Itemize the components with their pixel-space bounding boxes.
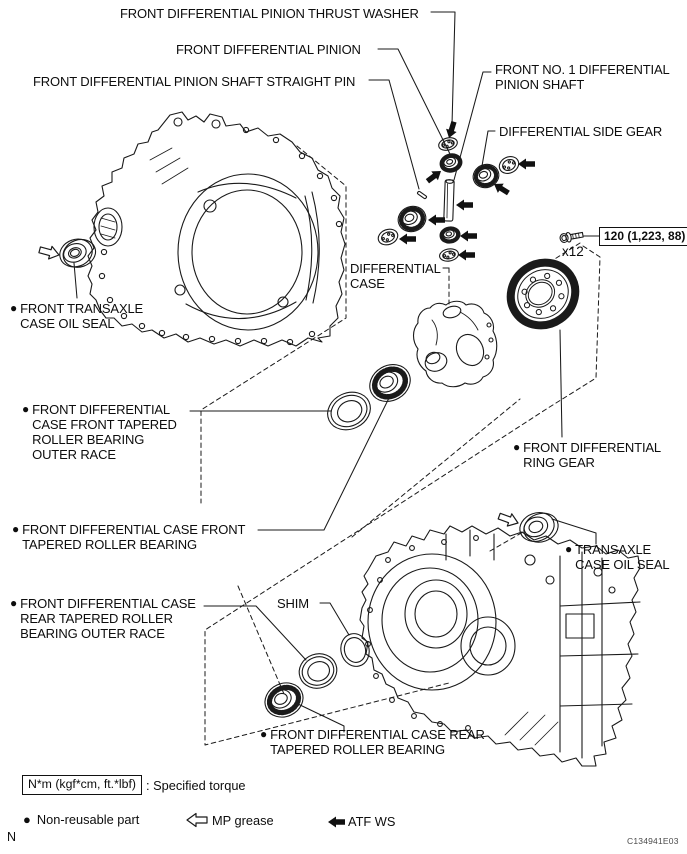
pinion-thrust-washer-lower	[439, 248, 459, 262]
callout-text: CASE	[350, 276, 385, 291]
bolt-count-label: x12	[562, 244, 584, 259]
callout-rear-tapered-roller-bearing: ● FRONT DIFFERENTIAL CASE REAR TAPERED R…	[260, 727, 485, 757]
callout-text: DIFFERENTIAL SIDE GEAR	[499, 124, 663, 139]
callout-thrust-washer: FRONT DIFFERENTIAL PINION THRUST WASHER	[120, 6, 419, 21]
callout-text: TRANSAXLE	[575, 542, 652, 557]
mp-grease-arrow-icons	[38, 245, 519, 828]
callout-shim: SHIM	[277, 596, 309, 611]
legend-torque: N*m (kgf*cm, ft.*lbf) : Specified torque	[22, 775, 246, 795]
front-bearing-outer-race	[327, 391, 371, 431]
transaxle-case	[359, 525, 641, 767]
non-reusable-bullet-icon: ●	[565, 542, 573, 556]
callout-text: OUTER RACE	[32, 447, 116, 462]
pinion-thrust-washer-upper	[438, 137, 458, 151]
torque-units-box: N*m (kgf*cm, ft.*lbf)	[22, 775, 142, 795]
non-reusable-bullet-icon: ●	[10, 596, 18, 610]
front-differential-pinion-upper	[439, 153, 463, 173]
callout-text: REAR TAPERED ROLLER	[20, 611, 173, 626]
callout-text: TAPERED ROLLER BEARING	[22, 537, 198, 552]
callout-pinion-shaft: FRONT NO. 1 DIFFERENTIAL PINION SHAFT	[495, 62, 670, 92]
callout-front-tapered-roller-bearing: ● FRONT DIFFERENTIAL CASE FRONT TAPERED …	[12, 522, 245, 552]
front-transaxle-case-oil-seal	[59, 238, 97, 268]
callout-text: BEARING OUTER RACE	[20, 626, 165, 641]
legend-text: ATF WS	[348, 814, 396, 829]
no1-differential-pinion-shaft	[443, 179, 455, 222]
callout-transaxle-case-oil-seal: ● TRANSAXLE CASE OIL SEAL	[565, 542, 670, 572]
callout-text: FRONT DIFFERENTIAL	[32, 402, 171, 417]
rear-bearing-outer-race	[298, 653, 338, 689]
callout-text: CASE FRONT TAPERED	[32, 417, 177, 432]
callout-text: ROLLER BEARING	[32, 432, 145, 447]
callout-text: CASE OIL SEAL	[20, 316, 115, 331]
side-gear-thrust-washer-right	[498, 156, 520, 174]
callout-text: RING GEAR	[523, 455, 595, 470]
front-differential-ring-gear	[506, 258, 580, 330]
side-gear-thrust-washer-left	[377, 228, 399, 246]
ring-gear-bolt	[559, 231, 584, 243]
callout-text: FRONT DIFFERENTIAL	[523, 440, 662, 455]
callout-side-gear: DIFFERENTIAL SIDE GEAR	[499, 124, 662, 139]
differential-side-gear-left	[397, 205, 427, 233]
non-reusable-bullet-icon: ●	[12, 522, 20, 536]
callout-text: FRONT TRANSAXLE	[20, 301, 144, 316]
callout-straight-pin: FRONT DIFFERENTIAL PINION SHAFT STRAIGHT…	[33, 74, 355, 89]
shim	[340, 633, 370, 667]
legend-atf-ws: ATF WS	[348, 814, 395, 829]
footer-page-letter: N	[7, 830, 17, 844]
front-transaxle-case	[87, 111, 346, 347]
transaxle-case-oil-seal	[519, 511, 559, 543]
callout-text: DIFFERENTIAL	[350, 261, 441, 276]
figure-code: C134941E03	[627, 836, 679, 846]
torque-spec-box: 120 (1,223, 88)	[599, 227, 687, 246]
callout-text: FRONT DIFFERENTIAL PINION	[176, 42, 361, 57]
legend-text: MP grease	[212, 813, 274, 828]
callout-text: FRONT DIFFERENTIAL CASE	[20, 596, 196, 611]
callout-text: SHIM	[277, 596, 309, 611]
torque-value: 120 (1,223, 88)	[604, 229, 686, 243]
pinion-shaft-straight-pin	[416, 190, 428, 200]
differential-side-gear-right	[472, 163, 500, 189]
callout-text: TAPERED ROLLER BEARING	[270, 742, 446, 757]
non-reusable-bullet-icon: ●	[260, 727, 268, 741]
construction-dashed-lines	[200, 145, 601, 746]
non-reusable-bullet-icon: ●	[513, 440, 521, 454]
callout-text: FRONT DIFFERENTIAL CASE FRONT	[22, 522, 246, 537]
atf-legend-arrow-icon	[328, 816, 345, 828]
callout-text: FRONT DIFFERENTIAL PINION THRUST WASHER	[120, 6, 419, 21]
callout-pinion: FRONT DIFFERENTIAL PINION	[176, 42, 361, 57]
differential-case	[412, 300, 498, 388]
legend-non-reusable: ● Non-reusable part	[23, 812, 139, 827]
callout-text: PINION SHAFT	[495, 77, 585, 92]
non-reusable-bullet-icon: ●	[22, 402, 30, 416]
callout-leader-lines	[73, 11, 600, 733]
legend-mp-grease: MP grease	[212, 813, 274, 828]
legend-text: Non-reusable part	[36, 812, 140, 827]
torque-units-desc: : Specified torque	[145, 777, 246, 793]
mp-grease-legend-arrow-icon	[186, 812, 208, 828]
rear-tapered-roller-bearing	[264, 682, 304, 718]
front-differential-pinion-lower	[439, 226, 461, 244]
callout-ring-gear: ● FRONT DIFFERENTIAL RING GEAR	[513, 440, 661, 470]
callout-front-bearing-outer-race: ● FRONT DIFFERENTIAL CASE FRONT TAPERED …	[22, 402, 177, 462]
callout-text: CASE OIL SEAL	[575, 557, 670, 572]
non-reusable-bullet-icon: ●	[10, 301, 18, 315]
callout-text: FRONT DIFFERENTIAL CASE REAR	[270, 727, 485, 742]
callout-text: FRONT DIFFERENTIAL PINION SHAFT STRAIGHT…	[33, 74, 356, 89]
callout-front-transaxle-case-oil-seal: ● FRONT TRANSAXLE CASE OIL SEAL	[10, 301, 143, 331]
callout-differential-case: DIFFERENTIAL CASE	[350, 261, 441, 291]
callout-rear-bearing-outer-race: ● FRONT DIFFERENTIAL CASE REAR TAPERED R…	[10, 596, 196, 641]
non-reusable-bullet-icon: ●	[23, 812, 31, 827]
atf-arrow-icons	[328, 120, 535, 828]
callout-text: FRONT NO. 1 DIFFERENTIAL	[495, 62, 670, 77]
front-tapered-roller-bearing	[369, 364, 411, 402]
